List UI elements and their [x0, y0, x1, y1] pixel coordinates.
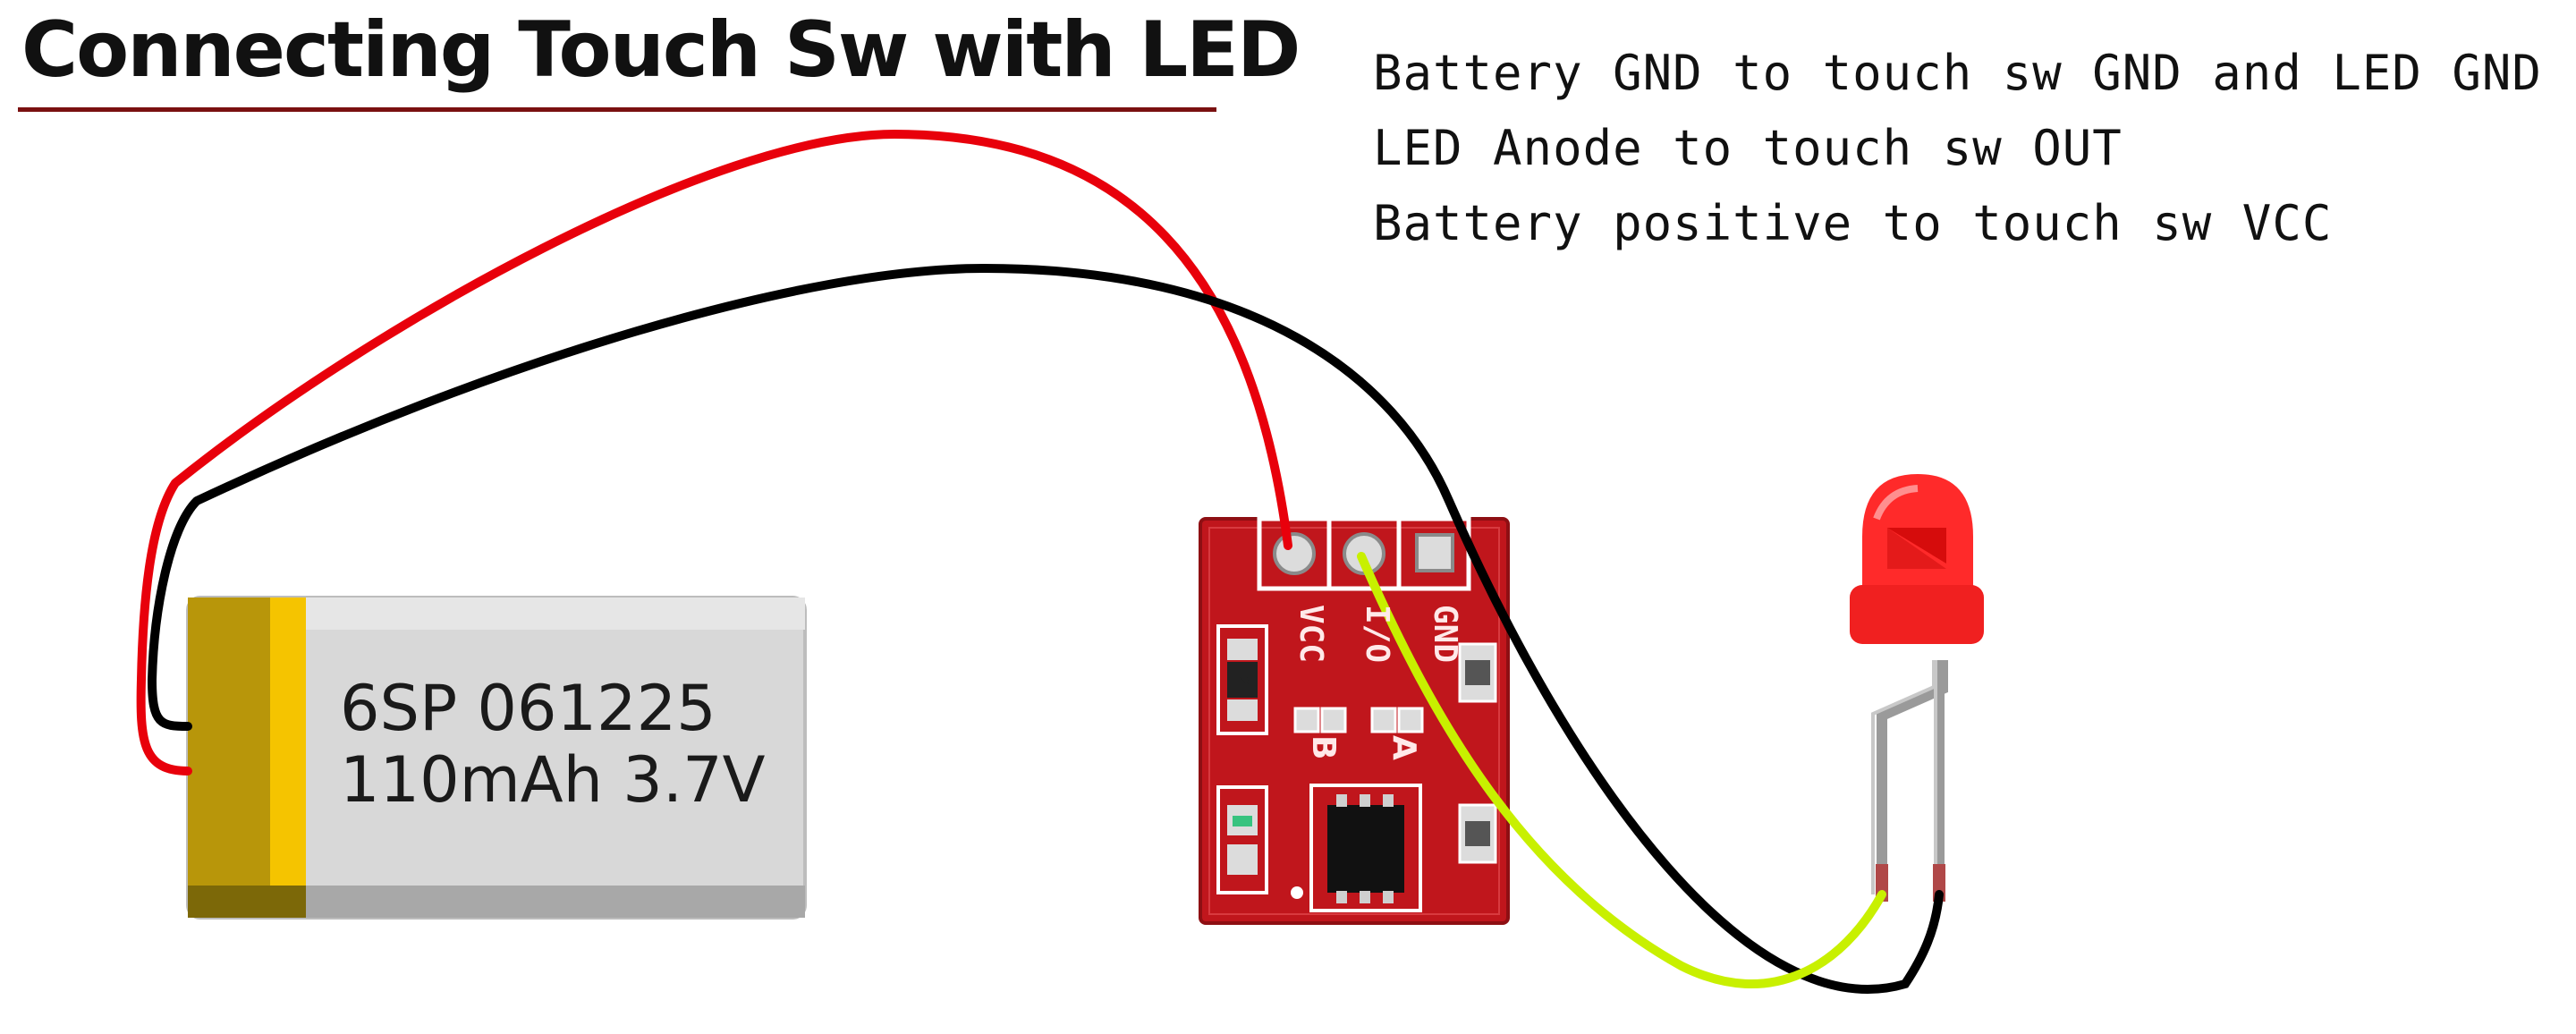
wire-signal — [1357, 552, 1886, 989]
title-underline — [18, 107, 1216, 112]
wire-gnd — [147, 263, 1944, 994]
wire-vcc — [136, 129, 1292, 776]
battery-label: 6SP 061225 110mAh 3.7V — [340, 673, 766, 816]
page-title: Connecting Touch Sw with LED — [21, 5, 1301, 95]
note-anode: LED Anode to touch sw OUT — [1373, 120, 2123, 176]
battery-model: 6SP 061225 — [340, 672, 716, 745]
battery-rating: 110mAh 3.7V — [340, 743, 766, 817]
pin-label-gnd: GND — [1427, 605, 1463, 664]
pin-label-io: I/O — [1359, 605, 1395, 664]
battery — [186, 596, 807, 920]
note-vcc: Battery positive to touch sw VCC — [1373, 195, 2333, 251]
touch-switch-module — [1199, 516, 1510, 925]
ic-chip — [1327, 805, 1404, 893]
pin-hole-vcc — [1273, 532, 1316, 575]
pin-hole-gnd — [1415, 533, 1454, 572]
led — [1850, 474, 1984, 902]
wiring-notes: Battery GND to touch sw GND and LED GND … — [1373, 36, 2542, 261]
note-ground: Battery GND to touch sw GND and LED GND — [1373, 45, 2542, 101]
pin-label-vcc: VCC — [1292, 605, 1329, 664]
resistor-code: 121 — [1233, 665, 1252, 697]
pad-label-a: A — [1385, 735, 1422, 760]
pad-label-b: B — [1305, 735, 1342, 760]
